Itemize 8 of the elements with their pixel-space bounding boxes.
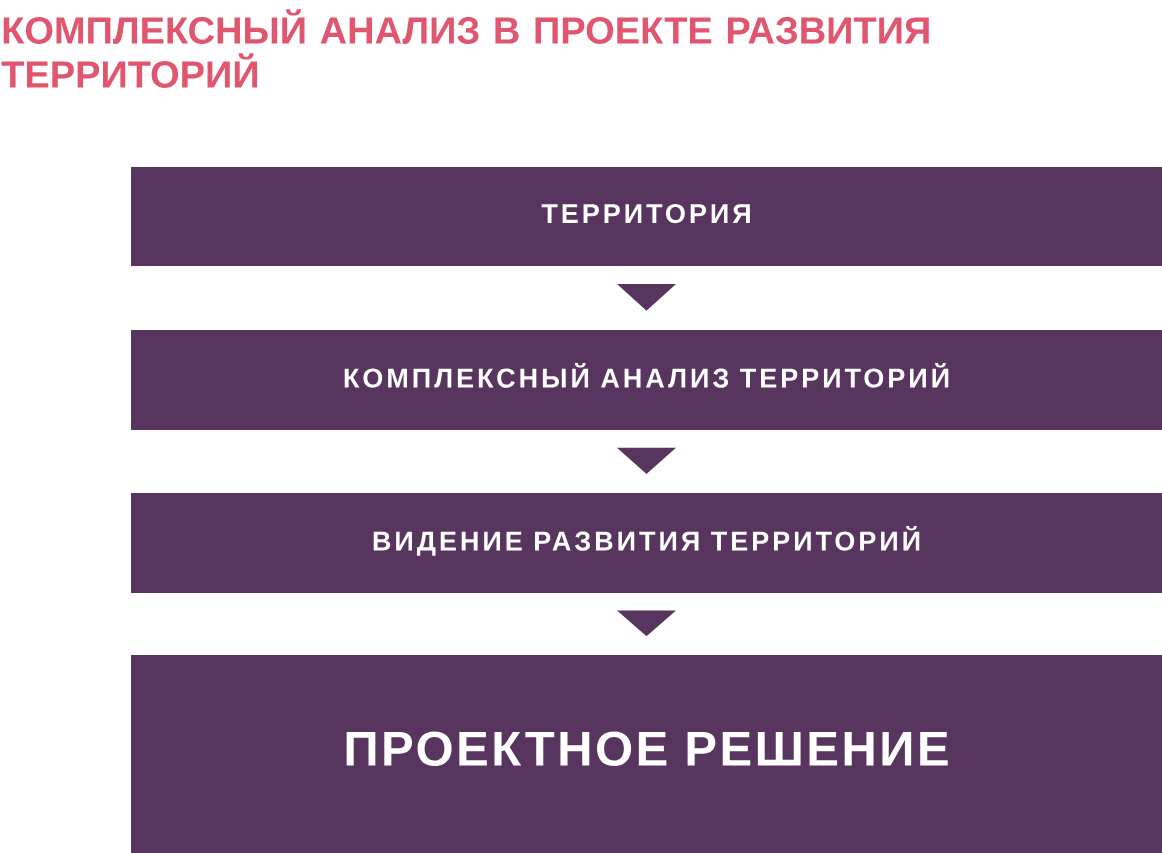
process-box: ПРОЕКТНОЕ РЕШЕНИЕ [131,655,1162,853]
process-box: КОМПЛЕКСНЫЙ АНАЛИЗ ТЕРРИТОРИЙ [131,330,1162,430]
process-box: ТЕРРИТОРИЯ [131,167,1162,266]
arrow [617,447,676,474]
arrow [617,284,676,311]
title: КОМПЛЕКСНЫЙ АНАЛИЗ В ПРОЕКТЕ РАЗВИТИЯ ТЕРРИТОРИЙ [1,9,929,88]
arrow [617,610,676,637]
process-box: ВИДЕНИЕ РАЗВИТИЯ ТЕРРИТОРИЙ [131,493,1162,593]
